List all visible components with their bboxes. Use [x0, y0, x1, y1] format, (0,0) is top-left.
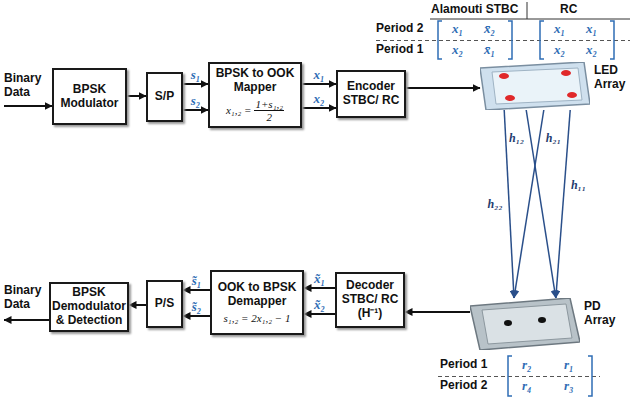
box-text: BPSK Demodulator & Detection — [52, 286, 126, 327]
matrix-bracket — [438, 21, 512, 59]
signal-name: s₁ — [191, 67, 201, 83]
box-text: P/S — [155, 297, 174, 311]
signal-arrow — [302, 83, 336, 85]
signal-name: x̃₂ — [314, 297, 325, 313]
input-arrow — [4, 105, 52, 107]
signal-arrow — [183, 83, 208, 85]
denominator: 2 — [266, 111, 272, 123]
signal-arrow — [183, 109, 208, 111]
signal-name: x₂ — [313, 91, 324, 107]
annotation: RC — [560, 2, 577, 16]
signal-arrow — [405, 311, 470, 313]
signal-arrow — [406, 87, 480, 89]
channel-gain: h₂₂ — [487, 197, 504, 212]
channel-gain: h₁₁ — [570, 178, 587, 193]
signal-name: x₁ — [313, 67, 324, 83]
signal-arrow — [304, 287, 335, 289]
matrix-entry: x₂ — [554, 42, 565, 58]
signal-arrow — [127, 95, 146, 97]
matrix-entry: x₁ — [554, 21, 565, 37]
signal-name: x̃₁ — [314, 271, 325, 287]
signal-name: s̃₂ — [192, 299, 202, 315]
matrix-entry: r₁ — [564, 357, 574, 373]
formula: x₁,₂ =1+s₁,₂2 — [226, 98, 284, 123]
matrix-entry: r₃ — [564, 378, 574, 394]
box-text: Decoder STBC/ RC (H⁻¹) — [340, 279, 400, 320]
process-box: BPSK to OOK Mapper x₁,₂ =1+s₁,₂2 — [208, 62, 302, 128]
box-text: BPSK to OOK Mapper — [213, 67, 297, 95]
process-box: BPSK Modulator — [52, 68, 127, 125]
annotation: Alamouti STBC — [431, 2, 518, 16]
matrix-entry: x̄₂ — [484, 21, 495, 37]
process-box: P/S — [146, 280, 183, 328]
led-array: LED Array — [480, 62, 590, 110]
numerator: 1+s₁,₂ — [254, 98, 284, 111]
pd-panel — [470, 298, 580, 350]
header-underline — [430, 19, 630, 20]
annotation: Period 1 — [440, 357, 487, 371]
signal-arrow — [129, 304, 146, 306]
box-text: BPSK Modulator — [57, 83, 122, 111]
signal-arrow — [183, 289, 210, 291]
box-text: Encoder STBC/ RC — [341, 80, 401, 108]
matrix-entry: x₂ — [586, 42, 597, 58]
fraction: 1+s₁,₂2 — [254, 98, 284, 123]
matrix-entry: x₁ — [586, 21, 597, 37]
annotation: Binary Data — [4, 284, 48, 312]
process-box: Decoder STBC/ RC (H⁻¹) — [335, 272, 405, 328]
process-box: S/P — [146, 72, 183, 122]
pd-array: PD Array — [470, 298, 580, 350]
header-separator — [527, 2, 528, 19]
box-text: OOK to BPSK Demapper — [215, 281, 299, 309]
matrix-entry: r₂ — [522, 357, 532, 373]
box-text: S/P — [155, 90, 174, 104]
matrix-entry: x̄₁ — [484, 42, 495, 58]
matrix-entry: x₂ — [452, 42, 463, 58]
matrix-bracket — [508, 356, 592, 396]
signal-arrow — [302, 107, 336, 109]
array-label: PD Array — [584, 300, 624, 328]
period-divider — [376, 40, 630, 41]
signal-name: s₂ — [191, 93, 201, 109]
matrix-bracket — [540, 21, 614, 59]
formula: s₁,₂ = 2x₁,₂ − 1 — [224, 312, 291, 324]
formula-lhs: x₁,₂ = — [226, 104, 251, 116]
matrix-entry: r₄ — [522, 378, 532, 394]
channel-gain: h₁₂ — [508, 131, 525, 146]
process-box: Encoder STBC/ RC — [336, 70, 406, 118]
period-divider — [438, 376, 600, 377]
signal-name: s̃₁ — [192, 273, 202, 289]
signal-arrow — [183, 315, 210, 317]
led-panel — [480, 62, 590, 110]
annotation: Period 2 — [376, 21, 423, 35]
annotation: Period 2 — [440, 378, 487, 392]
array-label: LED Array — [594, 64, 634, 92]
annotation: Binary Data — [4, 72, 48, 100]
matrix-entry: x₁ — [452, 21, 463, 37]
annotation: Period 1 — [376, 42, 423, 56]
output-arrow — [4, 319, 49, 321]
process-box: BPSK Demodulator & Detection — [49, 282, 129, 332]
process-box: OOK to BPSK Demapper s₁,₂ = 2x₁,₂ − 1 — [210, 270, 304, 335]
channel-gain: h₂₁ — [545, 131, 562, 146]
signal-arrow — [304, 313, 335, 315]
